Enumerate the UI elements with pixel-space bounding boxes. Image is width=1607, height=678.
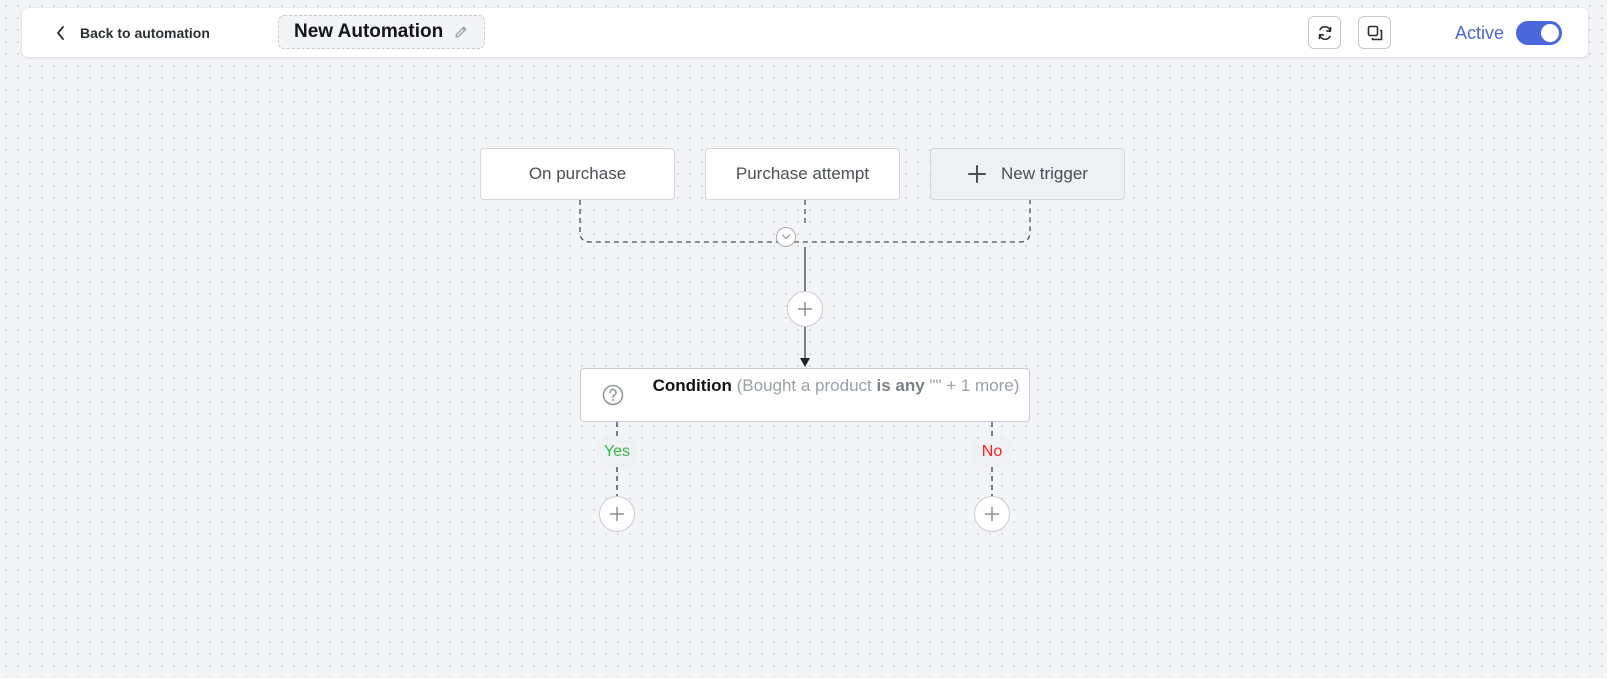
arrowhead (800, 358, 810, 367)
duplicate-button[interactable] (1358, 16, 1391, 49)
refresh-icon (1318, 25, 1331, 40)
toggle-knob (1541, 24, 1559, 42)
active-status-label: Active (1455, 23, 1505, 43)
chevron-down-icon (781, 234, 791, 240)
new-trigger-label: New trigger (1001, 164, 1088, 183)
condition-operator: is any (876, 376, 925, 395)
no-branch-label: No (971, 437, 1013, 467)
back-to-automation-link[interactable]: Back to automation (56, 8, 210, 57)
plus-icon (797, 301, 813, 317)
trigger-merge-point[interactable] (776, 227, 796, 247)
new-trigger-button[interactable]: New trigger (930, 148, 1125, 200)
trigger-connector (579, 200, 1031, 243)
condition-summary: Condition (Bought a product is any "" + … (651, 373, 1021, 399)
refresh-button[interactable] (1308, 16, 1341, 49)
back-label: Back to automation (80, 24, 210, 41)
condition-detail: (Bought a product (736, 376, 877, 395)
plus-icon (984, 506, 1000, 522)
condition-detail-rest: "" + 1 more) (924, 376, 1020, 395)
top-bar: Back to automation New Automation Active (22, 8, 1588, 57)
trigger-on-purchase[interactable]: On purchase (480, 148, 675, 200)
condition-title: Condition (652, 376, 732, 395)
pencil-icon[interactable] (454, 25, 468, 39)
question-circle-icon (602, 384, 624, 406)
plus-icon (968, 165, 987, 183)
chevron-left-icon (57, 25, 64, 40)
copy-icon (1367, 25, 1382, 40)
page-title: New Automation (294, 21, 444, 42)
add-no-step-button[interactable] (974, 496, 1010, 532)
add-yes-step-button[interactable] (599, 496, 635, 532)
trigger-purchase-attempt[interactable]: Purchase attempt (705, 148, 900, 200)
yes-branch-label: Yes (596, 437, 638, 467)
add-step-button[interactable] (787, 291, 823, 327)
automation-title-editor[interactable]: New Automation (278, 15, 485, 49)
condition-node[interactable]: Condition (Bought a product is any "" + … (580, 368, 1030, 422)
plus-icon (609, 506, 625, 522)
active-toggle[interactable] (1516, 21, 1562, 45)
